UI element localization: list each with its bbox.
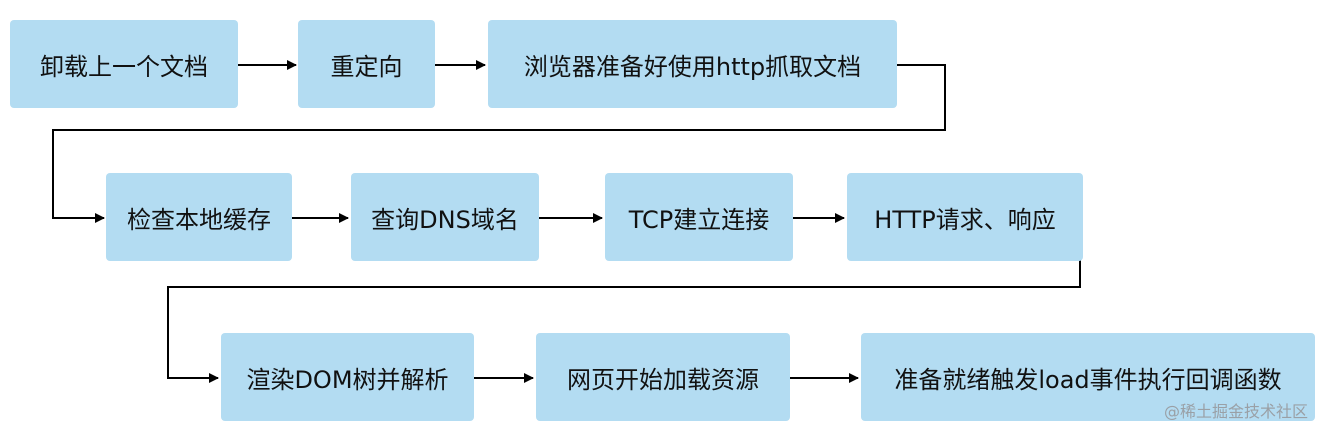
arrow-step3-to-step4 (52, 64, 946, 223)
step-check-local-cache: 检查本地缓存 (106, 173, 292, 261)
step-http-request-response: HTTP请求、响应 (847, 173, 1083, 261)
step-load-resources: 网页开始加载资源 (536, 333, 790, 421)
step-tcp-connect: TCP建立连接 (605, 173, 793, 261)
watermark: @稀土掘金技术社区 (1163, 402, 1308, 421)
step-render-dom-parse: 渲染DOM树并解析 (221, 333, 474, 421)
step-redirect: 重定向 (298, 20, 435, 108)
arrow-step7-to-step8 (167, 260, 1081, 383)
step-dns-lookup: 查询DNS域名 (351, 173, 539, 261)
step-browser-ready-fetch: 浏览器准备好使用http抓取文档 (488, 20, 897, 108)
step-unload-document: 卸载上一个文档 (10, 20, 238, 108)
step-load-event-callback: 准备就绪触发load事件执行回调函数 (861, 333, 1315, 421)
